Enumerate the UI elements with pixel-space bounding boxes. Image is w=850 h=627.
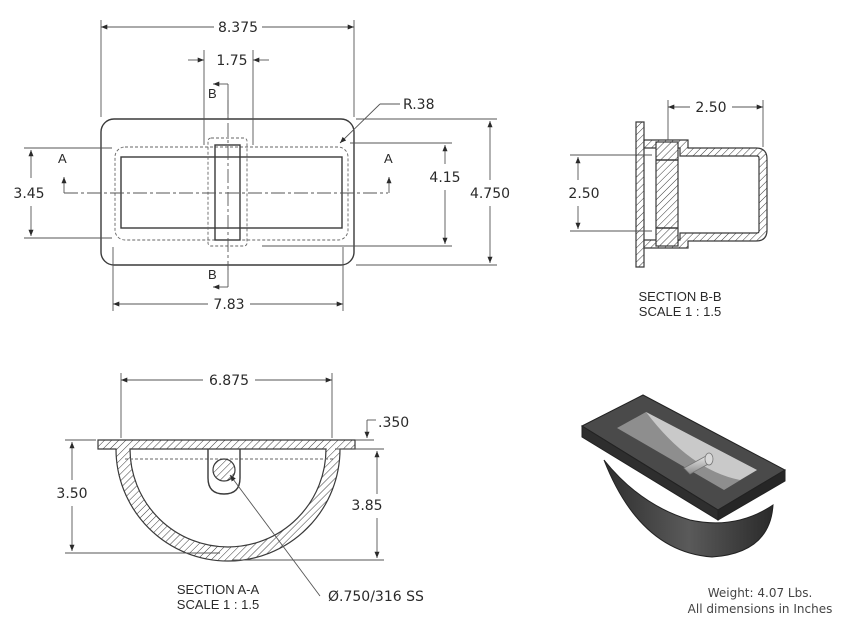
pin-section — [212, 458, 236, 482]
dim-pocket-height: 4.15 — [429, 170, 460, 186]
iso-bowl-body — [603, 459, 774, 558]
section-b-shell — [643, 139, 768, 249]
handle-outline — [214, 144, 241, 241]
section-a-title: SECTION A-A — [177, 582, 260, 597]
dim-section-a-width: 6.875 — [209, 373, 249, 389]
dim-section-b-depth: 2.50 — [695, 100, 726, 116]
dim-depth-left: 3.50 — [56, 486, 87, 502]
section-a-bowl — [97, 439, 356, 562]
pocket-outline — [120, 156, 343, 229]
iso-flange-side — [717, 469, 786, 521]
dim-depth-right: 3.85 — [351, 498, 382, 514]
dim-section-b-height: 2.50 — [568, 186, 599, 202]
pocket-hidden-line — [114, 146, 349, 241]
section-a-scale: SCALE 1 : 1.5 — [177, 597, 259, 612]
section-b-title: SECTION B-B — [638, 289, 721, 304]
dim-handle-width: 1.75 — [216, 53, 247, 69]
dim-flange-thickness: .350 — [378, 415, 409, 431]
units-note: All dimensions in Inches — [688, 602, 833, 616]
outer-flange-outline — [100, 118, 355, 266]
section-b-handle — [655, 141, 679, 247]
section-a-label-left: A — [58, 151, 67, 166]
top-view: A A B B 8.375 1.75 R.38 3.45 — [13, 20, 510, 313]
drawing-notes: Weight: 4.07 Lbs. All dimensions in Inch… — [688, 586, 833, 616]
weight-note: Weight: 4.07 Lbs. — [708, 586, 813, 600]
dim-corner-radius: R.38 — [403, 97, 435, 113]
handle-hidden-line — [207, 137, 248, 247]
section-b-label-bottom: B — [208, 267, 217, 282]
section-b-label-top: B — [208, 86, 217, 101]
dim-inner-height: 3.45 — [13, 186, 44, 202]
section-a-view: 6.875 .350 3.50 3.85 Ø.750/316 SS SECTIO… — [56, 373, 424, 612]
pin-callout: Ø.750/316 SS — [328, 589, 424, 605]
dim-overall-width: 8.375 — [218, 20, 258, 36]
section-b-view: 2.50 2.50 SECTION B-B SCALE 1 : 1.5 — [568, 100, 768, 319]
section-a-boss — [207, 449, 241, 495]
dim-inner-width: 7.83 — [213, 297, 244, 313]
iso-pocket-wall — [646, 412, 757, 480]
section-b-scale: SCALE 1 : 1.5 — [639, 304, 721, 319]
section-b-flange — [635, 121, 645, 268]
dim-overall-height: 4.750 — [470, 186, 510, 202]
section-a-label-right: A — [384, 151, 393, 166]
isometric-view — [580, 394, 787, 558]
iso-pin-end — [704, 452, 714, 466]
